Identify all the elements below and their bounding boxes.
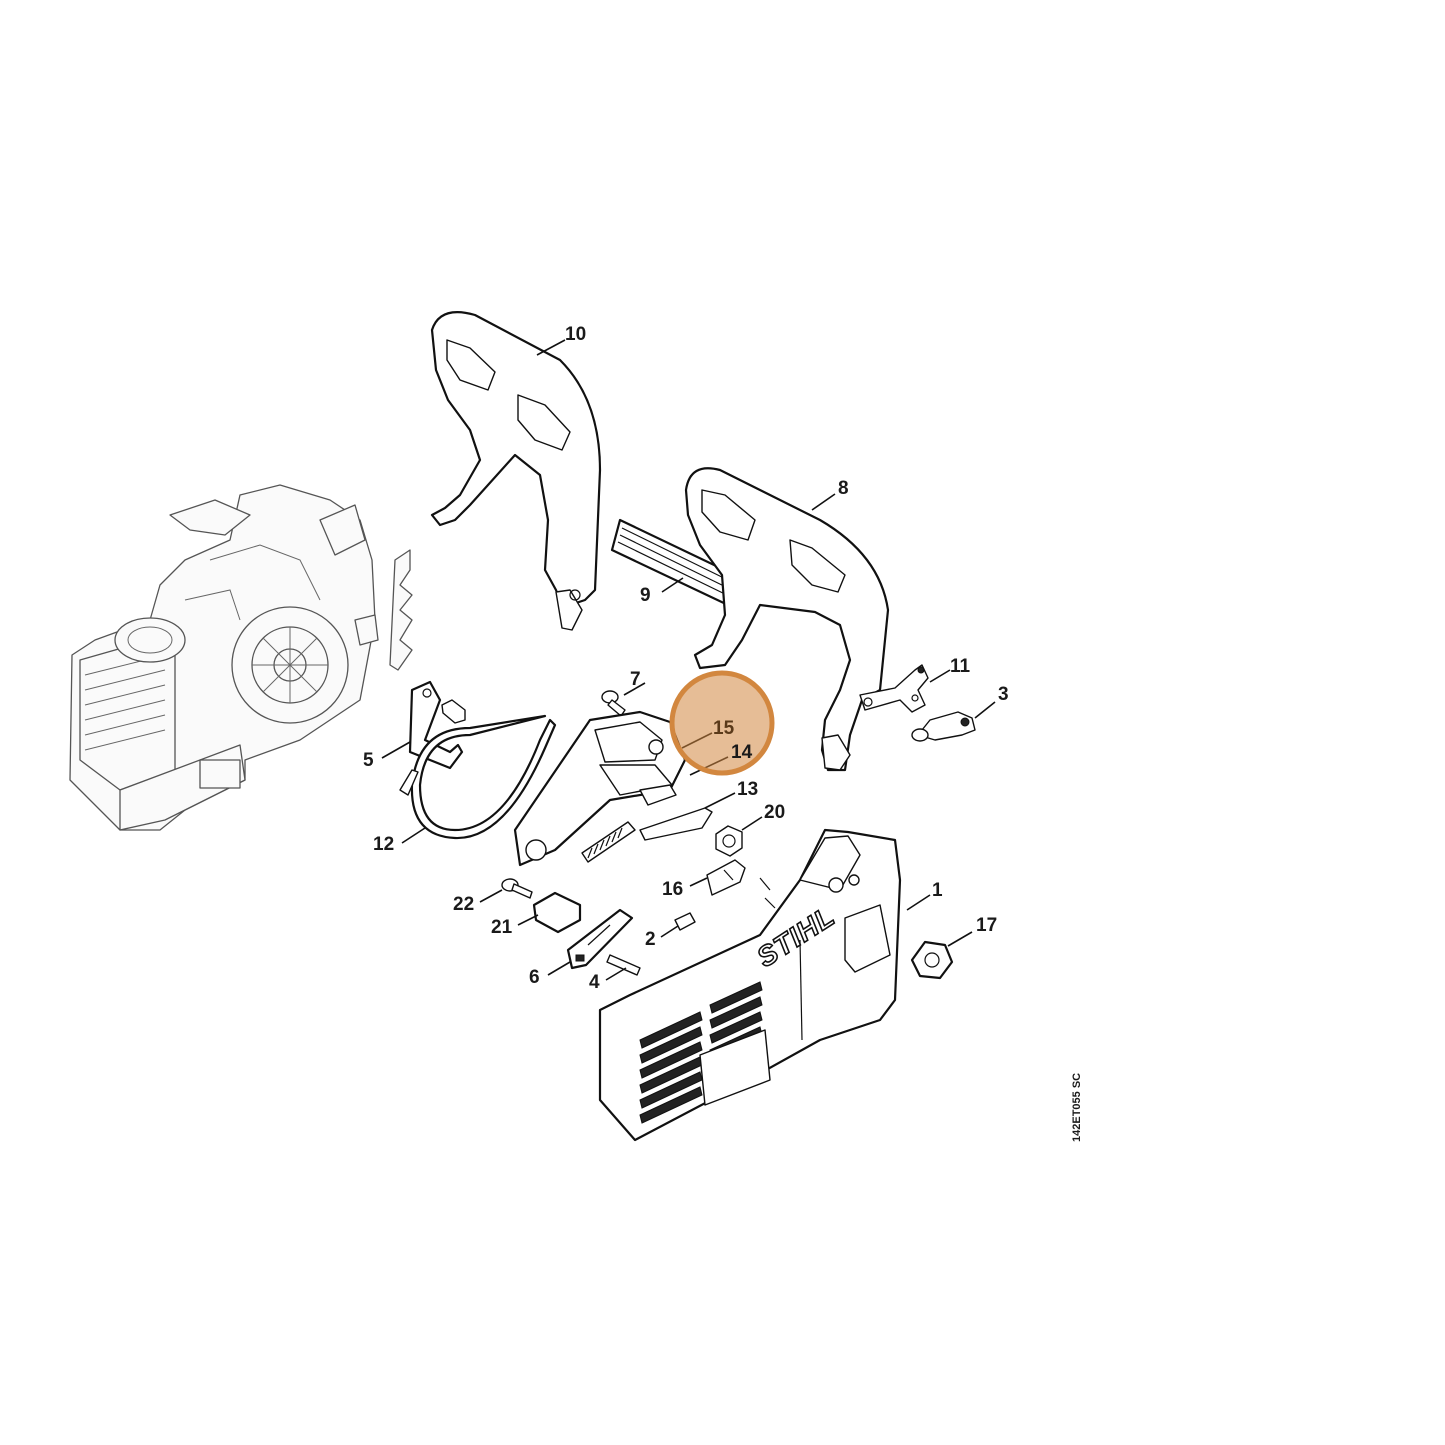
callout-22: 22 [453,894,474,915]
part-7-screw [601,690,626,717]
part-17-nut [910,940,954,980]
callout-15: 15 [713,718,735,739]
part-20-nut [715,825,743,857]
callout-3: 3 [998,684,1009,705]
callout-6: 6 [529,967,540,988]
callout-21: 21 [491,917,513,938]
callout-labels: 10 8 9 11 3 7 15 14 13 20 16 5 12 22 21 … [363,324,1009,993]
part-12-brake-band [399,714,557,840]
callout-16: 16 [662,879,683,900]
part-11-linkage [859,664,929,713]
callout-13: 13 [737,779,758,800]
brake-lever-assembly [513,710,687,867]
callout-8: 8 [838,478,849,499]
screw-near-5 [441,699,466,724]
part-16-block [706,859,746,896]
part-1-sprocket-cover: STIHL [598,828,902,1142]
engine-powerhead [69,484,413,831]
callout-9: 9 [640,585,651,606]
callout-11: 11 [950,656,971,677]
callout-14: 14 [731,742,753,763]
part-2-pin [674,912,696,931]
part-8-hand-guard [684,467,890,772]
part-5-bracket [408,680,464,770]
callout-7: 7 [630,669,641,690]
callout-1: 1 [932,880,943,901]
highlight-circle [669,670,775,776]
part-21-block [532,891,582,934]
document-code: 142ET055 SC [1071,1073,1083,1142]
part-10-hand-guard [430,311,602,631]
part-3-lever [911,711,976,742]
callout-5: 5 [363,750,374,771]
part-22-screw [501,878,533,899]
part-6-tensioner [566,908,634,970]
callout-20: 20 [764,802,785,823]
callout-12: 12 [373,834,394,855]
callout-10: 10 [565,324,586,345]
part-4-pin [606,954,641,976]
callout-4: 4 [589,972,600,993]
callout-17: 17 [976,915,997,936]
callout-2: 2 [645,929,656,950]
part-13-spring [581,807,713,863]
